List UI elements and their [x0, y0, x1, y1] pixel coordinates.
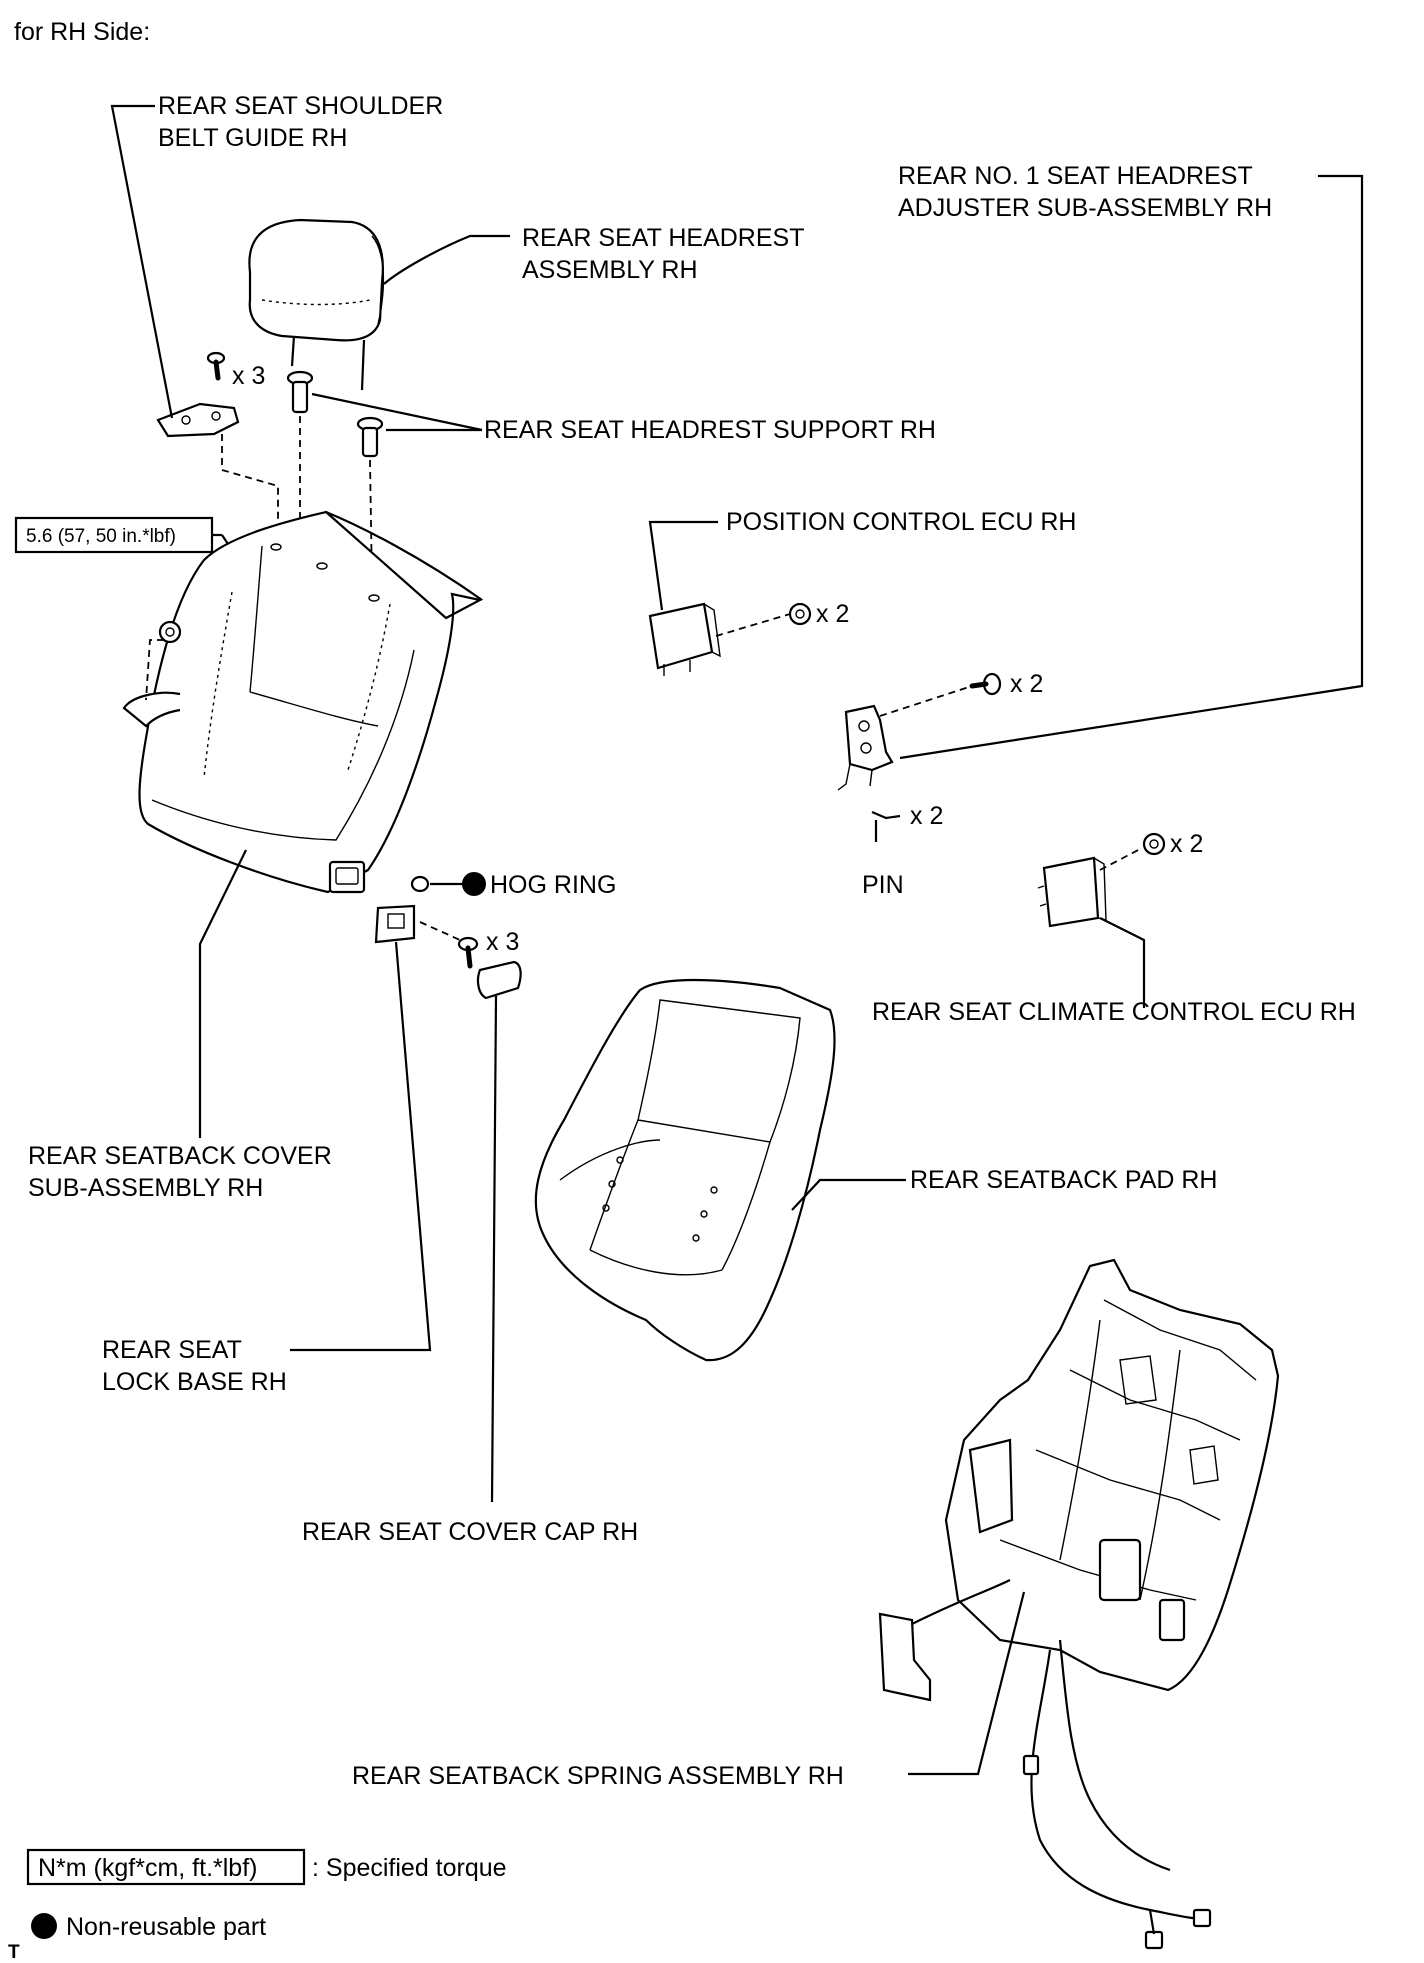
label-headrest-assembly-line2: ASSEMBLY RH	[522, 256, 698, 284]
label-hog-ring: HOG RING	[490, 871, 616, 899]
seatback-spring-assembly-illustration	[878, 1258, 1280, 1950]
legend-non-reusable-text: Non-reusable part	[66, 1913, 266, 1941]
legend-torque-desc: : Specified torque	[312, 1854, 507, 1882]
climate-ecu-nut-icon	[1142, 832, 1166, 856]
legend-non-reusable-dot-icon	[31, 1913, 57, 1939]
label-spring-assembly: REAR SEATBACK SPRING ASSEMBLY RH	[352, 1762, 844, 1790]
belt-guide-screw-icon	[206, 351, 226, 381]
ecu-nut-qty: x 2	[816, 600, 849, 628]
label-headrest-assembly-line1: REAR SEAT HEADREST	[522, 224, 804, 252]
label-pin: PIN	[862, 871, 904, 899]
shoulder-belt-guide-illustration	[156, 402, 240, 438]
belt-guide-screw-qty: x 3	[232, 362, 265, 390]
legend-non-reusable: Non-reusable part	[31, 1913, 266, 1941]
label-headrest-support: REAR SEAT HEADREST SUPPORT RH	[484, 416, 936, 444]
label-lock-base-line1: REAR SEAT	[102, 1336, 242, 1364]
label-shoulder-belt-guide-line2: BELT GUIDE RH	[158, 124, 347, 152]
label-headrest-adjuster-line2: ADJUSTER SUB-ASSEMBLY RH	[898, 194, 1272, 222]
adjuster-bolt-icon	[969, 672, 1002, 696]
label-cover-cap: REAR SEAT COVER CAP RH	[302, 1518, 638, 1546]
label-shoulder-belt-guide-line1: REAR SEAT SHOULDER	[158, 92, 443, 120]
legend-torque: N*m (kgf*cm, ft.*lbf) : Specified torque	[26, 1848, 507, 1886]
climate-ecu-nut-qty: x 2	[1170, 830, 1203, 858]
cover-nut-icon	[158, 620, 182, 644]
headrest-support-left-icon	[286, 370, 314, 414]
headrest-adjuster-illustration	[837, 704, 894, 791]
label-position-control-ecu: POSITION CONTROL ECU RH	[726, 508, 1077, 536]
position-control-ecu-illustration	[648, 602, 721, 676]
headrest-support-right-icon	[356, 416, 384, 458]
torque-spec-value: 5.6 (57, 50 in.*lbf)	[26, 526, 176, 547]
label-lock-base-line2: LOCK BASE RH	[102, 1368, 287, 1396]
ecu-nut-icon	[788, 602, 812, 626]
label-seatback-cover-line2: SUB-ASSEMBLY RH	[28, 1174, 263, 1202]
headrest-assembly-illustration	[248, 218, 385, 391]
climate-control-ecu-illustration	[1037, 856, 1107, 928]
seatback-cover-illustration	[122, 510, 484, 894]
legend-torque-box-text: N*m (kgf*cm, ft.*lbf)	[38, 1854, 257, 1882]
label-headrest-adjuster-line1: REAR NO. 1 SEAT HEADREST	[898, 162, 1253, 190]
lock-base-screw-qty: x 3	[486, 928, 519, 956]
seatback-pad-illustration	[534, 978, 836, 1362]
non-reusable-dot-icon	[462, 872, 486, 896]
corner-mark: T	[8, 1942, 20, 1963]
torque-spec-callout: 5.6 (57, 50 in.*lbf)	[14, 516, 229, 554]
lock-base-screw-icon	[457, 936, 479, 969]
label-climate-control-ecu: REAR SEAT CLIMATE CONTROL ECU RH	[872, 998, 1356, 1026]
lock-base-illustration	[374, 904, 416, 944]
label-seatback-pad: REAR SEATBACK PAD RH	[910, 1166, 1217, 1194]
pin-icon	[871, 810, 901, 820]
label-seatback-cover-line1: REAR SEATBACK COVER	[28, 1142, 332, 1170]
hog-ring-icon	[410, 875, 464, 893]
adjuster-bolt-qty: x 2	[1010, 670, 1043, 698]
diagram-heading: for RH Side:	[14, 18, 150, 46]
cover-cap-illustration	[476, 960, 522, 1000]
pin-qty: x 2	[910, 802, 943, 830]
